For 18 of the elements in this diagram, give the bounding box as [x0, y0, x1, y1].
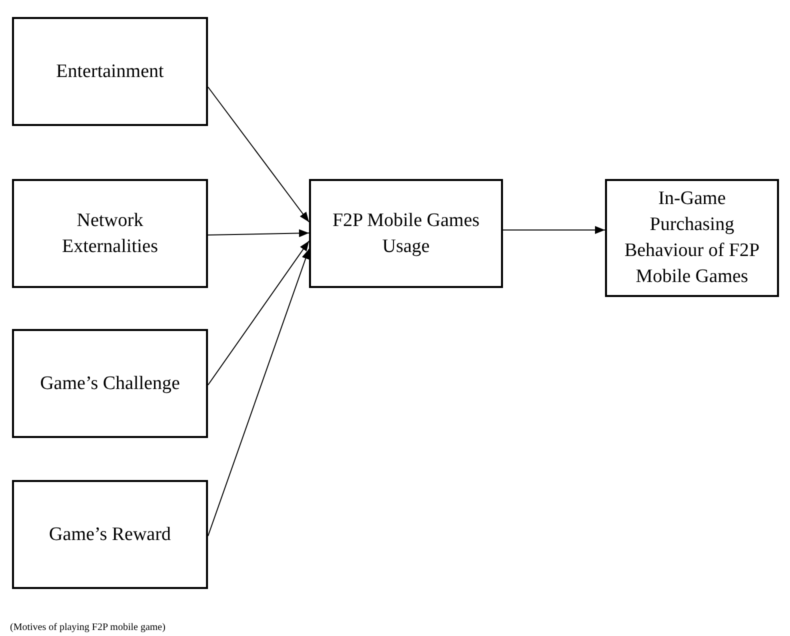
arrow: [502, 226, 606, 234]
arrow: [208, 229, 310, 238]
concept-box: [12, 480, 208, 589]
arrow: [208, 240, 310, 386]
concept-box: [309, 179, 503, 288]
concept-box: [12, 329, 208, 438]
arrow: [208, 86, 310, 222]
box-label: Game’s Reward: [49, 522, 171, 546]
figure-note: (Motives of playing F2P mobile game): [10, 622, 166, 634]
box-label: In-Game Purchasing Behaviour of F2P Mobile Games: [623, 187, 761, 289]
concept-box: [605, 179, 779, 297]
box-label: Game’s Challenge: [40, 372, 180, 396]
box-label: F2P Mobile Games Usage: [331, 208, 481, 258]
box-label: Entertainment: [56, 60, 164, 84]
arrow: [208, 248, 310, 536]
box-label: Network Externalities: [60, 208, 160, 258]
concept-box: [12, 179, 208, 288]
concept-box: [12, 17, 208, 126]
